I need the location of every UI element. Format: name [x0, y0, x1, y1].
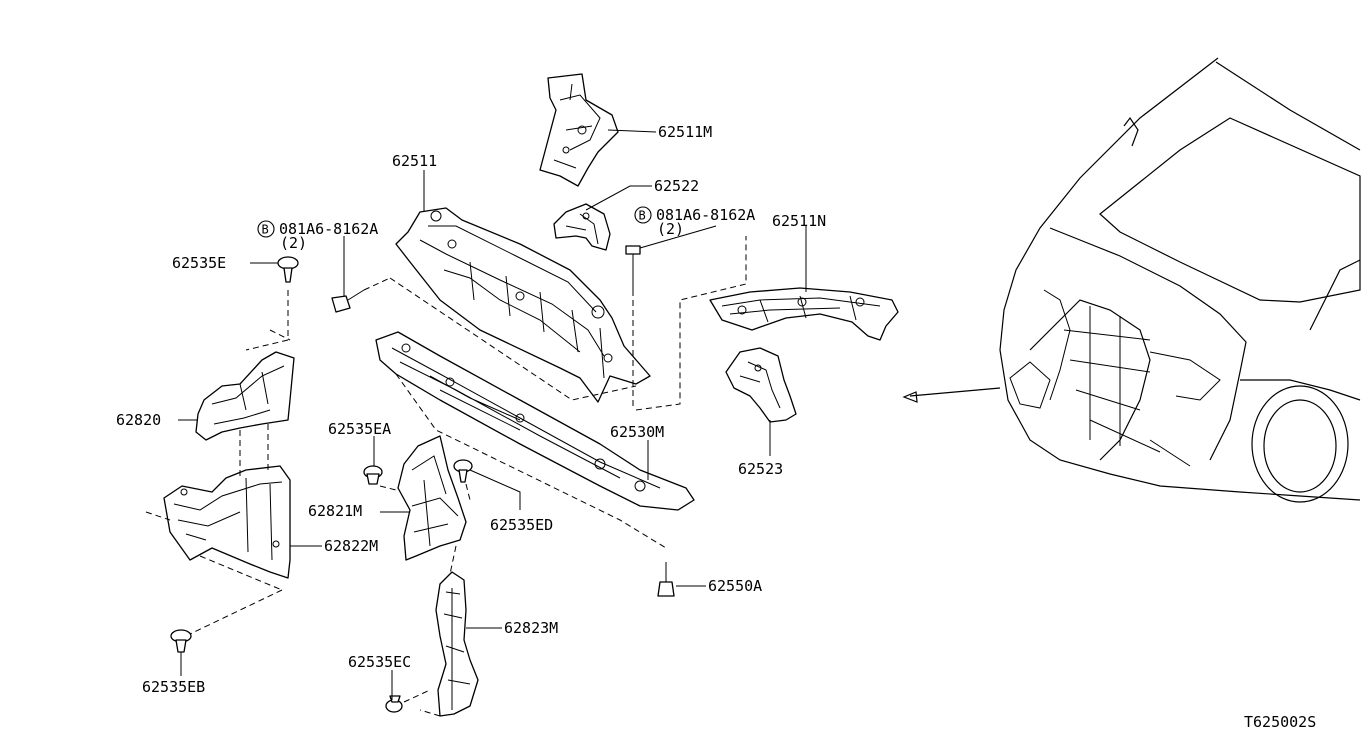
label-62535ea[interactable]: 62535EA: [328, 420, 391, 438]
part-62822m-air-guide[interactable]: [163, 465, 291, 579]
bolt-left-081a6[interactable]: [331, 289, 365, 313]
bolt-right-081a6[interactable]: [625, 245, 641, 296]
part-62511-core-support[interactable]: [395, 207, 651, 403]
diagram-code: T625002S: [1244, 713, 1316, 731]
label-62822m[interactable]: 62822M: [324, 537, 378, 555]
alignment-lines: [145, 236, 747, 717]
part-62511n-member[interactable]: [709, 287, 899, 341]
part-labels: 62511M 62511 62522 081A6-8162A (2) 081A6…: [116, 123, 1316, 731]
clip-62535eb[interactable]: [170, 629, 192, 653]
bolt-62550a[interactable]: [657, 562, 675, 597]
label-62535eb[interactable]: 62535EB: [142, 678, 205, 696]
label-bolt-right-qty: (2): [657, 220, 684, 238]
label-bolt-left-qty: (2): [280, 234, 307, 252]
label-62550a[interactable]: 62550A: [708, 577, 762, 595]
part-62821m-air-guide[interactable]: [397, 435, 467, 561]
label-bolt-right-code[interactable]: 081A6-8162A: [656, 206, 755, 224]
svg-text:B: B: [639, 209, 646, 223]
label-62511[interactable]: 62511: [392, 152, 437, 170]
clip-62535ea[interactable]: [363, 465, 383, 485]
label-62535ed[interactable]: 62535ED: [490, 516, 553, 534]
part-62522-bracket[interactable]: [553, 203, 611, 251]
svg-text:B: B: [262, 223, 269, 237]
leader-lines: [178, 129, 807, 700]
part-62511m-bracket[interactable]: [539, 73, 619, 187]
part-62530m-lower-member[interactable]: [375, 331, 695, 511]
bolt-badge-right: B: [634, 206, 652, 224]
label-62821m[interactable]: 62821M: [308, 502, 362, 520]
label-62535ec[interactable]: 62535EC: [348, 653, 411, 671]
part-62820-air-guide[interactable]: [195, 351, 295, 441]
label-62823m[interactable]: 62823M: [504, 619, 558, 637]
bolt-badge-left: B: [257, 220, 275, 238]
label-62820[interactable]: 62820: [116, 411, 161, 429]
clip-62535ed[interactable]: [453, 459, 473, 483]
label-62530m[interactable]: 62530M: [610, 423, 664, 441]
clip-62535ec[interactable]: [385, 695, 403, 713]
clip-62535e[interactable]: [277, 256, 299, 283]
label-62535e[interactable]: 62535E: [172, 254, 226, 272]
label-62511m[interactable]: 62511M: [658, 123, 712, 141]
label-62511n[interactable]: 62511N: [772, 212, 826, 230]
part-62823m-air-guide[interactable]: [435, 571, 479, 717]
label-bolt-left-code[interactable]: 081A6-8162A: [279, 220, 378, 238]
part-62523-bracket[interactable]: [725, 347, 797, 423]
label-62522[interactable]: 62522: [654, 177, 699, 195]
vehicle-locator-illustration: [902, 57, 1361, 503]
label-62523[interactable]: 62523: [738, 460, 783, 478]
